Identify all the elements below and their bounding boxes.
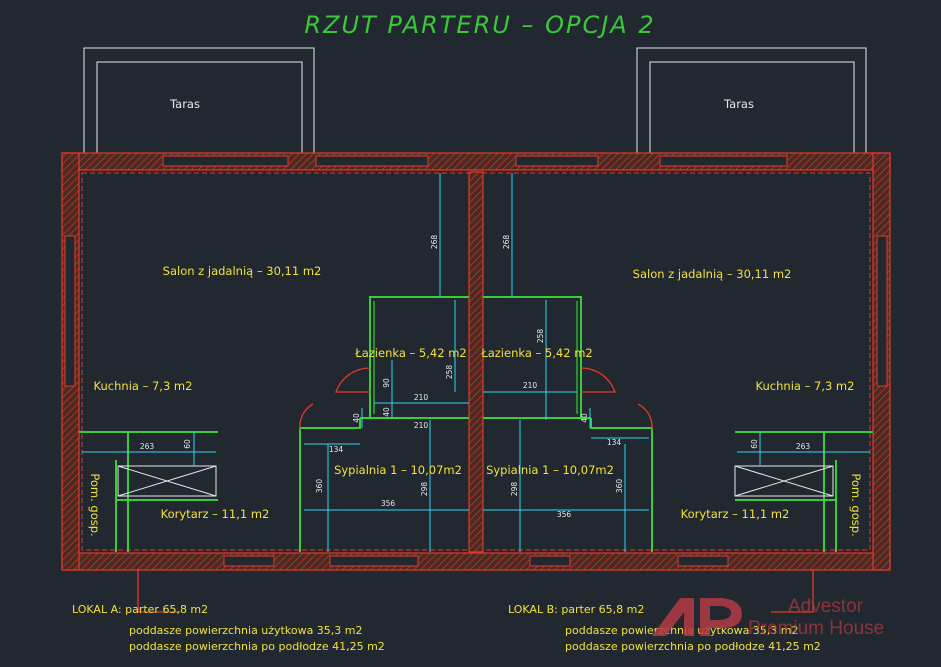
dim-134-right: 134 (607, 438, 622, 447)
lokal-a-line1: LOKAL A: parter 65,8 m2 (72, 603, 208, 616)
dim-90: 90 (382, 378, 391, 388)
terrace-left (83, 47, 315, 158)
dim-60-left: 60 (183, 439, 192, 449)
lokal-a-line3: poddasze powierzchnia po podłodze 41,25 … (129, 640, 385, 653)
lokal-b-line2: poddasze powierzchnia użytkowa 35,3 m2 (565, 624, 799, 637)
dim-134-left: 134 (329, 445, 344, 454)
dim-268-right: 268 (502, 235, 511, 250)
lokal-a-summary: LOKAL A: parter 65,8 m2 poddasze powierz… (72, 603, 385, 653)
kuchnia-right-label: Kuchnia – 7,3 m2 (756, 379, 855, 393)
dim-40-c: 40 (580, 413, 589, 423)
room-labels: Salon z jadalnią – 30,11 m2 Salon z jada… (88, 264, 863, 537)
taras-right-label: Taras (723, 97, 754, 111)
lokal-b-summary: LOKAL B: parter 65,8 m2 poddasze powierz… (508, 603, 821, 653)
lokal-b-line3: poddasze powierzchnia po podłodze 41,25 … (565, 640, 821, 653)
korytarz-left-label: Korytarz – 11,1 m2 (161, 507, 270, 521)
watermark-line1: Advestor (788, 596, 864, 617)
dim-40-a: 40 (382, 407, 391, 417)
pom-gosp-right-label: Pom. gosp. (849, 473, 863, 536)
dimension-lines (82, 173, 870, 552)
dim-210-b: 210 (523, 381, 538, 390)
dim-258-left: 258 (445, 365, 454, 380)
dim-263-left: 263 (140, 442, 155, 451)
dim-360-left: 360 (315, 479, 324, 494)
salon-right-label: Salon z jadalnią – 30,11 m2 (633, 267, 792, 281)
advestor-watermark: Advestor Premium House (652, 596, 884, 639)
dim-360-right: 360 (615, 479, 624, 494)
lokal-b-line1: LOKAL B: parter 65,8 m2 (508, 603, 644, 616)
lazienka-right-label: Łazienka – 5,42 m2 (480, 346, 592, 360)
bathroom-partitions (299, 296, 653, 552)
dim-258-right: 258 (536, 329, 545, 344)
drawing-title: RZUT PARTERU – OPCJA 2 (304, 11, 655, 39)
dim-356-left: 356 (381, 499, 396, 508)
korytarz-right-label: Korytarz – 11,1 m2 (681, 507, 790, 521)
outer-walls (61, 152, 891, 571)
pom-gosp-left-label: Pom. gosp. (88, 473, 102, 536)
dim-356-right: 356 (557, 510, 572, 519)
sypialnia-left-label: Sypialnia 1 – 10,07m2 (334, 463, 462, 477)
dim-298-right: 298 (510, 482, 519, 497)
terrace-right (636, 47, 867, 158)
lazienka-left-label: Łazienka – 5,42 m2 (354, 346, 466, 360)
sypialnia-right-label: Sypialnia 1 – 10,07m2 (486, 463, 614, 477)
dim-40-b: 40 (352, 413, 361, 423)
party-wall (468, 171, 484, 553)
dim-268-left: 268 (430, 235, 439, 250)
salon-left-label: Salon z jadalnią – 30,11 m2 (163, 264, 322, 278)
dim-298-left: 298 (420, 482, 429, 497)
lokal-a-line2: poddasze powierzchnia użytkowa 35,3 m2 (129, 624, 363, 637)
dimension-labels: 268 268 258 258 210 210 210 90 40 40 40 … (140, 235, 811, 519)
kuchnia-left-label: Kuchnia – 7,3 m2 (94, 379, 193, 393)
dim-263-right: 263 (796, 442, 811, 451)
dim-210-a: 210 (414, 393, 429, 402)
dim-60-right: 60 (750, 439, 759, 449)
dim-210-c: 210 (414, 421, 429, 430)
watermark-line2: Premium House (748, 618, 884, 639)
taras-left-label: Taras (169, 97, 200, 111)
advestor-logo-icon (652, 598, 742, 636)
